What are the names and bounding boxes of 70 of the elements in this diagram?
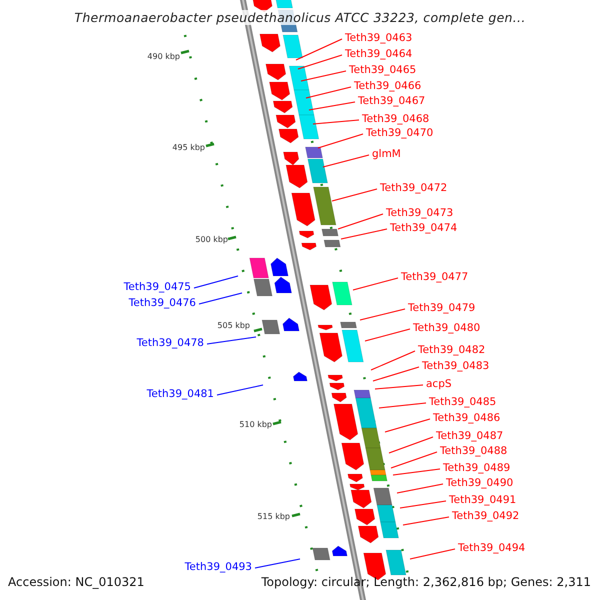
scale-label: 510 kbp xyxy=(239,420,272,430)
leader-line xyxy=(298,54,342,70)
leader-line xyxy=(332,188,378,202)
leader-line xyxy=(372,366,420,382)
gene-label: Teth39_0473 xyxy=(386,207,454,219)
gene-label: Teth39_0468 xyxy=(362,113,430,125)
scale-label: 495 kbp xyxy=(172,143,205,153)
leader-line xyxy=(338,214,384,230)
leader-line xyxy=(388,436,434,454)
scale-label: 490 kbp xyxy=(147,52,180,62)
leader-line xyxy=(396,484,444,494)
gene-label: Teth39_0474 xyxy=(390,222,458,234)
leader-line xyxy=(322,154,370,168)
gene-label: Teth39_0476 xyxy=(128,297,196,309)
gene-label: Teth39_0463 xyxy=(345,32,412,44)
gene-label: Teth39_0487 xyxy=(436,430,504,442)
leader-line xyxy=(392,468,440,476)
gene-label: Teth39_0480 xyxy=(413,322,480,334)
gene-label: Teth39_0478 xyxy=(136,337,204,349)
gene-label: Teth39_0470 xyxy=(366,127,434,139)
leader-line xyxy=(300,70,346,82)
leader-line xyxy=(318,134,364,148)
gene-label: Teth39_0466 xyxy=(354,80,422,92)
leader-line xyxy=(216,384,264,396)
gene-label: Teth39_0472 xyxy=(380,182,448,194)
gene-label: Teth39_0491 xyxy=(449,494,516,506)
leader-line xyxy=(400,500,446,508)
leader-line xyxy=(198,292,242,304)
leader-line xyxy=(390,452,438,468)
footer-text: Accession: NC_010321 xyxy=(8,575,144,589)
gene-label: Teth39_0492 xyxy=(452,510,520,522)
gene-label: Teth39_0467 xyxy=(358,95,426,107)
gene-label: Teth39_0488 xyxy=(440,445,508,457)
gene-label: Teth39_0479 xyxy=(408,302,476,314)
gene-label: acpS xyxy=(426,378,452,390)
leader-line xyxy=(374,384,424,390)
leader-line xyxy=(308,102,356,110)
leader-line xyxy=(296,38,342,60)
leader-line xyxy=(384,418,430,432)
gene-label: Teth39_0493 xyxy=(184,561,252,573)
gene-label: Teth39_0475 xyxy=(124,281,191,293)
gene-label: Teth39_0485 xyxy=(429,396,496,408)
gene-label: Teth39_0483 xyxy=(422,360,490,372)
footer-text: Topology: circular; Length: 2,362,816 bp; Genes: 2,311 xyxy=(261,575,591,589)
scale-label: 505 kbp xyxy=(217,321,250,331)
gene-label: Teth39_0486 xyxy=(433,412,500,424)
leader-line xyxy=(340,228,388,240)
leader-line xyxy=(370,350,416,370)
leader-line xyxy=(360,308,406,320)
leader-line xyxy=(352,278,398,290)
leader-line xyxy=(364,328,410,342)
gene-label: Teth39_0465 xyxy=(349,64,416,76)
gene-label: Teth39_0494 xyxy=(458,542,526,554)
gene-label: Teth39_0464 xyxy=(345,48,412,60)
leader-line xyxy=(402,516,450,526)
leader-line xyxy=(254,558,300,568)
gene-label: Teth39_0489 xyxy=(443,462,510,474)
leader-line xyxy=(206,336,256,344)
gene-label: Teth39_0477 xyxy=(401,271,468,283)
leader-line xyxy=(410,548,456,560)
gene-label: Teth39_0490 xyxy=(446,477,514,489)
gene-label: Teth39_0481 xyxy=(146,388,214,400)
leader-line xyxy=(312,120,360,124)
scale-label: 515 kbp xyxy=(257,512,290,522)
gene-label: glmM xyxy=(372,148,401,160)
gene-label: Teth39_0482 xyxy=(418,344,486,356)
leader-line xyxy=(378,402,426,408)
leader-line xyxy=(194,276,238,288)
scale-label: 500 kbp xyxy=(195,235,228,245)
leader-line xyxy=(306,86,352,98)
